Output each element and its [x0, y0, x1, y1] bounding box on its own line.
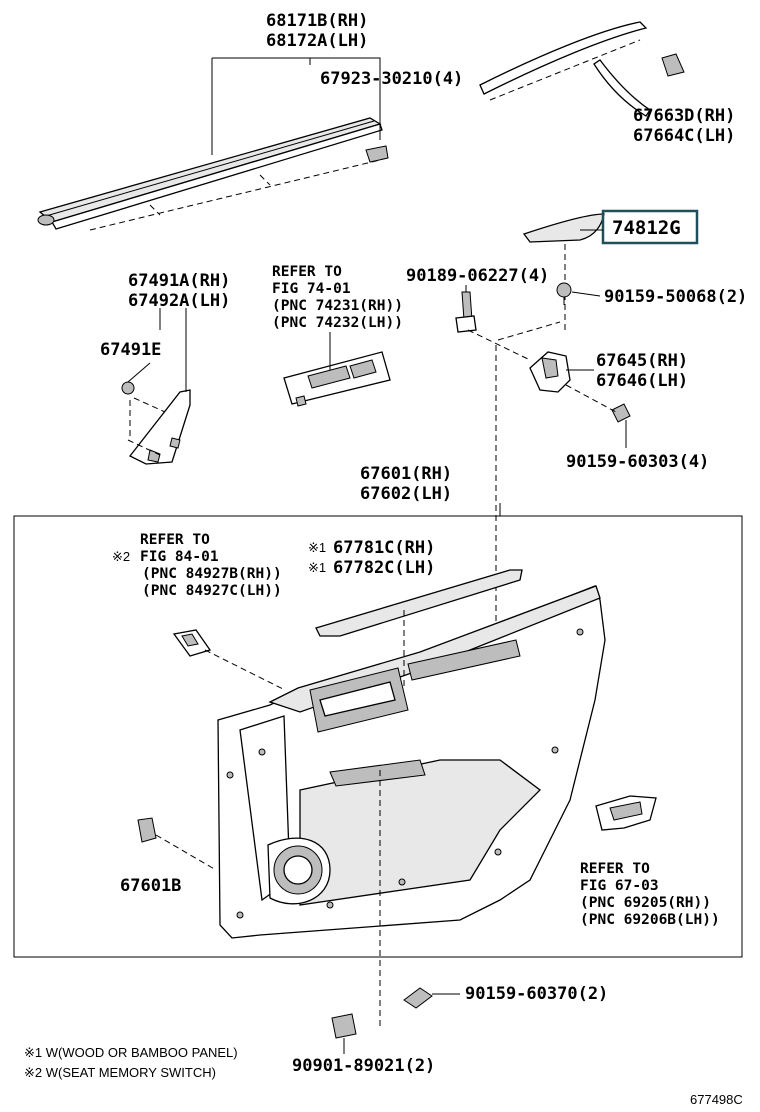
label-cover-rh: 67491A(RH): [128, 271, 230, 291]
label-board-lh: 67602(LH): [360, 484, 452, 504]
refer2-line3: (PNC 84927B(RH)): [142, 566, 282, 582]
seat-memory-switch-drawing: [172, 629, 286, 691]
label-cover-clip: 67491E: [100, 340, 161, 360]
cover-leader: [159, 308, 187, 392]
bolt-90189-drawing: [455, 285, 477, 333]
footnote-2: ※2 W(SEAT MEMORY SWITCH): [24, 1065, 216, 1080]
label-seal-lh: 67664C(LH): [633, 126, 735, 146]
screw-90159-50068-drawing: [556, 282, 601, 305]
refer3-line1: REFER TO: [580, 861, 650, 877]
weatherstrip-drawing: [37, 117, 389, 230]
refer3-line3: (PNC 69205(RH)): [580, 895, 711, 911]
label-clip-67601b: 67601B: [120, 876, 181, 896]
footnote-1: ※1 W(WOOD OR BAMBOO PANEL): [24, 1045, 238, 1060]
weatherstrip-leader: [211, 57, 381, 155]
panel-mark-rh: ※1: [308, 540, 326, 555]
clip-90901-drawing: [331, 1013, 357, 1054]
screw-90159-60303-drawing: [565, 384, 631, 448]
refer2-line2: FIG 84-01: [140, 549, 219, 565]
label-screw-90159-50068: 90159-50068(2): [604, 287, 747, 307]
label-board-rh: 67601(RH): [360, 464, 452, 484]
refer2-line1: REFER TO: [140, 532, 210, 548]
door-trim-board-drawing: [217, 585, 606, 939]
label-clip-67923: 67923-30210(4): [320, 69, 463, 89]
label-bracket-rh: 67645(RH): [596, 351, 688, 371]
label-seal-rh: 67663D(RH): [633, 106, 735, 126]
label-panel-lh: 67782C(LH): [333, 558, 435, 578]
cover-clip-leader: [127, 362, 151, 383]
cover-67491-drawing: [121, 381, 191, 465]
refer3-line2: FIG 67-03: [580, 878, 659, 894]
power-window-switch-drawing: [283, 332, 391, 407]
door-board-frame: [13, 515, 743, 958]
label-clip-90901: 90901-89021(2): [292, 1056, 435, 1076]
wood-panel-67781c-drawing: [315, 569, 523, 690]
label-bracket-lh: 67646(LH): [596, 371, 688, 391]
panel-mark-lh: ※1: [308, 560, 326, 575]
label-74812g: 74812G: [612, 217, 681, 239]
highlight-box-74812g: [601, 209, 699, 245]
clip-67601b-drawing: [137, 817, 217, 871]
screw-90159-60370-drawing: [403, 987, 460, 1009]
label-panel-rh: 67781C(RH): [333, 538, 435, 558]
refer1-line1: REFER TO: [272, 264, 342, 280]
glass-run-drawing: [479, 21, 685, 117]
refer3-line4: (PNC 69206B(LH)): [580, 912, 720, 928]
weatherstrip-dash-2: [149, 174, 271, 216]
label-cover-lh: 67492A(LH): [128, 291, 230, 311]
refer1-line4: (PNC 74232(LH)): [272, 315, 403, 331]
label-screw-90159-60303: 90159-60303(4): [566, 452, 709, 472]
label-bolt-90189: 90189-06227(4): [406, 266, 549, 286]
label-weatherstrip-rh: 68171B(RH): [266, 11, 368, 31]
refer1-line3: (PNC 74231(RH)): [272, 298, 403, 314]
diagram-id: 677498C: [690, 1092, 743, 1107]
inside-handle-drawing: [595, 795, 657, 831]
label-weatherstrip-lh: 68172A(LH): [266, 31, 368, 51]
label-screw-90159-60370: 90159-60370(2): [465, 984, 608, 1004]
refer2-line4: (PNC 84927C(LH)): [142, 583, 282, 599]
refer2-mark: ※2: [112, 549, 130, 564]
bolt-dash: [467, 321, 561, 361]
bracket-67645-drawing: [529, 351, 594, 393]
refer1-line2: FIG 74-01: [272, 281, 351, 297]
